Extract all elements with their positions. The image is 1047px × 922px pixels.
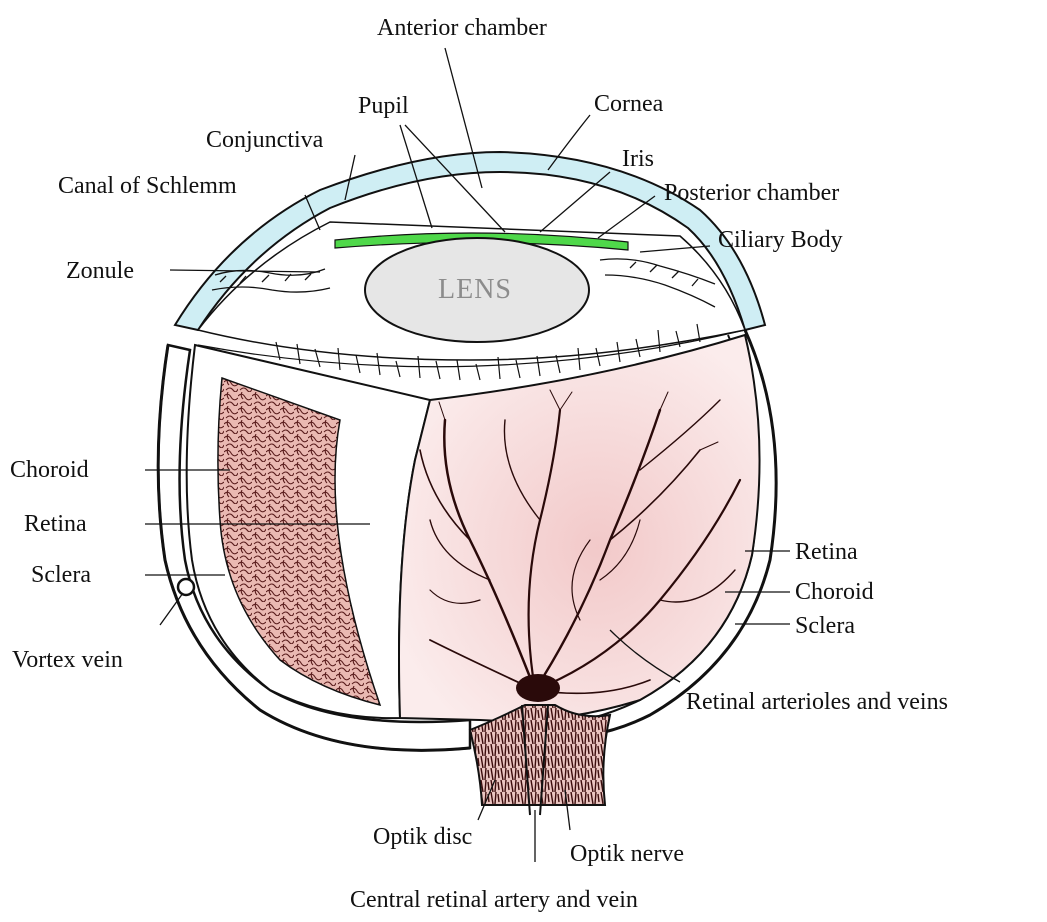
label-ciliary-body: Ciliary Body	[718, 226, 843, 254]
label-optik-nerve: Optik nerve	[570, 840, 684, 868]
label-lens: LENS	[438, 274, 512, 306]
label-pupil: Pupil	[358, 92, 409, 120]
label-optik-disc: Optik disc	[373, 823, 472, 851]
label-central-retinal: Central retinal artery and vein	[350, 886, 638, 914]
label-sclera-left: Sclera	[31, 561, 91, 589]
label-posterior-chamber: Posterior chamber	[664, 179, 839, 207]
label-canal-of-schlemm: Canal of Schlemm	[58, 172, 237, 200]
label-cornea: Cornea	[594, 90, 663, 118]
label-choroid-right: Choroid	[795, 578, 874, 606]
label-retina-right: Retina	[795, 538, 858, 566]
label-iris: Iris	[622, 145, 654, 173]
vortex-vein-shape	[178, 579, 194, 595]
label-vortex-vein: Vortex vein	[12, 646, 123, 674]
label-conjunctiva: Conjunctiva	[206, 126, 323, 154]
optic-disc-shape	[516, 674, 560, 702]
label-zonule: Zonule	[66, 257, 134, 285]
label-anterior-chamber: Anterior chamber	[377, 14, 547, 42]
label-retinal-arterioles: Retinal arterioles and veins	[686, 688, 948, 716]
label-sclera-right: Sclera	[795, 612, 855, 640]
label-choroid-left: Choroid	[10, 456, 89, 484]
label-retina-left: Retina	[24, 510, 87, 538]
retina-fundus	[399, 335, 760, 721]
